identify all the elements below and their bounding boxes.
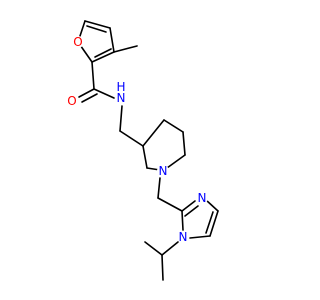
atom-bg-o-furan (72, 36, 84, 48)
bond-ch2-c3pip (119, 130, 144, 147)
atom-o-furan: O (73, 35, 82, 49)
bond-pip-c5-c4 (163, 119, 184, 133)
bond-isopropyl-me1 (144, 241, 163, 256)
bond-ch2-imid-c2 (157, 197, 183, 212)
bond-pip-c6-c5 (182, 131, 186, 156)
bond-c4-c5-inner (86, 25, 107, 33)
atom-n-amide: N (117, 91, 126, 105)
bond-imid-n3-c4 (205, 199, 219, 212)
bond-c2-carbonyl (91, 61, 95, 90)
atom-bg-n-imidazole-sub (177, 231, 189, 243)
bond-imid-c2-n3-1 (181, 200, 196, 212)
atom-bg-o-carbonyl (66, 95, 78, 107)
bond-pipn-ch2 (157, 177, 161, 199)
bond-c3-c4 (109, 27, 115, 53)
bond-c2-c3-inner (94, 48, 112, 58)
bond-n-ch2 (119, 105, 123, 132)
bond-pip-c4-c3 (142, 119, 165, 147)
molecule-structure: O O N H N N N (66, 20, 219, 281)
bond-carbonyl-o-2 (81, 93, 98, 103)
atom-n-imidazole-ring: N (198, 191, 207, 205)
bonds (77, 20, 219, 281)
bond-carbonyl-n (93, 88, 115, 99)
bond-isopropyl-me2 (161, 254, 164, 281)
bond-pip-n-c6 (166, 154, 186, 169)
bond-imid-c4-c5-2 (205, 211, 214, 234)
bond-c2-c3 (91, 51, 115, 63)
atom-bg-n-piperidine (157, 165, 169, 177)
atom-bg-n-imidazole-ring (196, 192, 208, 204)
atom-n-piperidine: N (159, 164, 168, 178)
bond-imid-c2-n3-2 (184, 205, 199, 217)
bond-imid-c5-n1 (189, 235, 211, 239)
atom-labels: O O N H N N N (66, 35, 208, 244)
atom-o-carbonyl: O (67, 94, 76, 108)
bond-imid-c4-c5-1 (209, 210, 219, 237)
atom-h-amide: H (116, 80, 125, 94)
bond-c4-c5 (84, 20, 111, 29)
bond-pip-c3-c2 (142, 145, 148, 169)
bond-n1-isopropyl (161, 241, 179, 256)
atom-n-imidazole-sub: N (179, 230, 188, 244)
bond-imid-n1-c2 (181, 210, 184, 231)
bond-carbonyl-o-1 (78, 88, 95, 98)
atom-bg-n-amide (115, 92, 127, 104)
bond-c3-methyl (113, 45, 138, 53)
